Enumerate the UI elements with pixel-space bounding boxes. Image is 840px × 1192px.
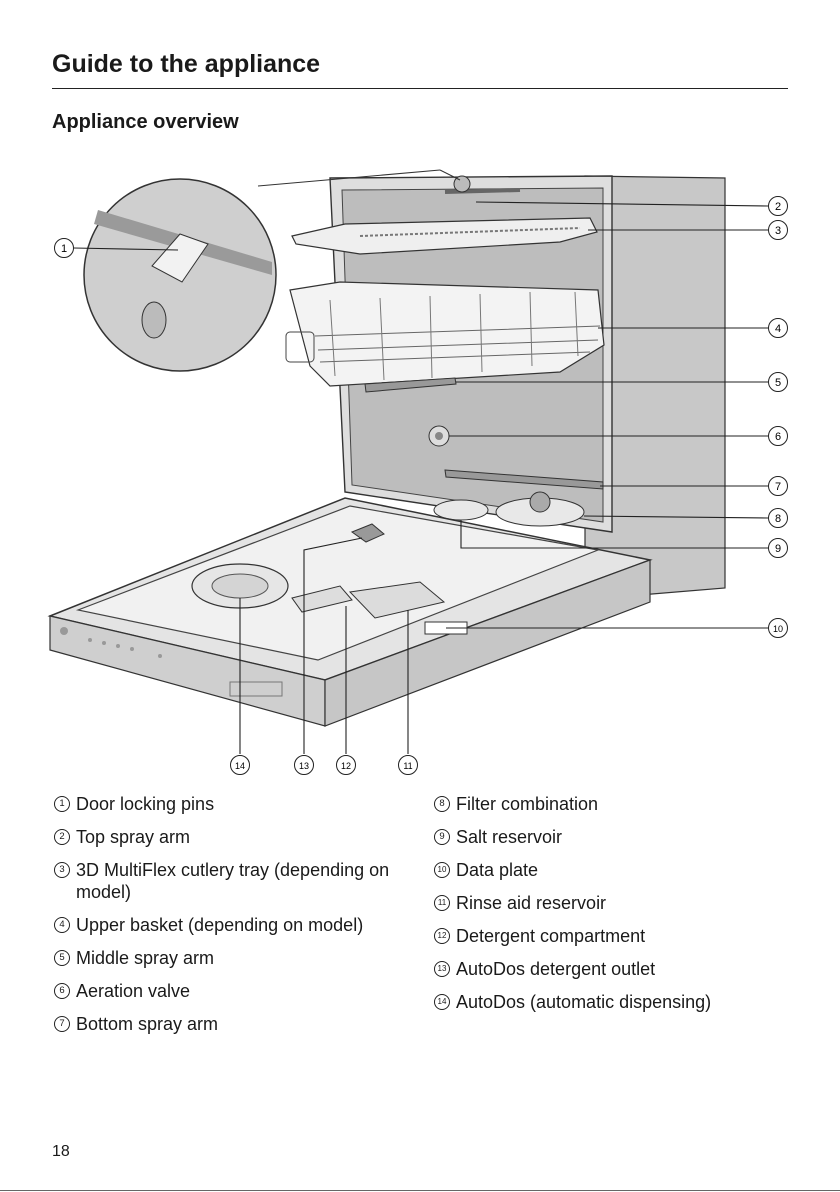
callout-1: 1 (54, 238, 74, 258)
svg-text:1: 1 (61, 243, 67, 255)
callout-markers: 1 2 3 4 5 6 7 8 9 10 11 12 13 14 (54, 196, 788, 775)
svg-text:12: 12 (341, 761, 351, 771)
svg-text:13: 13 (299, 761, 309, 771)
top-spray-arm-hub (453, 175, 471, 193)
cutlery-tray-shape (291, 217, 598, 255)
footer-divider (0, 1190, 840, 1191)
svg-text:11: 11 (403, 761, 412, 771)
legend-number: 13 (434, 961, 450, 977)
callout-13: 13 (294, 755, 314, 775)
legend-item: 12 Detergent compartment (432, 925, 782, 947)
svg-text:14: 14 (235, 761, 245, 771)
legend-label: Door locking pins (76, 794, 215, 814)
callout-9: 9 (768, 538, 788, 558)
legend-item: 14 AutoDos (automatic dispensing) (432, 991, 782, 1013)
legend-number: 14 (434, 994, 450, 1010)
legend-number: 10 (434, 862, 450, 878)
callout-6: 6 (768, 426, 788, 446)
legend-label: Top spray arm (76, 827, 191, 847)
callout-3: 3 (768, 220, 788, 240)
legend-left: 1 Door locking pins 2 Top spray arm 3 3D Mu… (52, 793, 402, 1046)
legend-right: 8 Filter combination 9 Salt reservoir 10 Da… (432, 793, 782, 1024)
legend-label: AutoDos detergent outlet (456, 959, 656, 979)
legend-label: Data plate (456, 860, 539, 880)
legend-label: Detergent compartment (456, 926, 646, 946)
legend-label: Aeration valve (76, 981, 191, 1001)
svg-text:3: 3 (775, 225, 781, 237)
legend-item: 1 Door locking pins (52, 793, 402, 815)
legend-label: 3D MultiFlex cutlery tray (depending on … (76, 860, 390, 902)
legend-number: 5 (54, 950, 70, 966)
svg-text:7: 7 (775, 481, 781, 493)
control-panel (60, 627, 283, 697)
legend-item: 8 Filter combination (432, 793, 782, 815)
legend-item: 13 AutoDos detergent outlet (432, 958, 782, 980)
legend-label: Middle spray arm (76, 948, 215, 968)
legend-label: Filter combination (456, 794, 599, 814)
top-spray-arm-shape (444, 188, 521, 194)
legend-item: 4 Upper basket (depending on model) (52, 914, 402, 936)
legend-item: 5 Middle spray arm (52, 947, 402, 969)
svg-text:4: 4 (775, 323, 781, 335)
legend-number: 12 (434, 928, 450, 944)
legend-item: 9 Salt reservoir (432, 826, 782, 848)
legend-label: Upper basket (depending on model) (76, 915, 364, 935)
page-number: 18 (52, 1143, 70, 1160)
legend-number: 9 (434, 829, 450, 845)
callout-4: 4 (768, 318, 788, 338)
callout-7: 7 (768, 476, 788, 496)
callout-14: 14 (230, 755, 250, 775)
svg-text:2: 2 (775, 201, 781, 213)
callout-8: 8 (768, 508, 788, 528)
rinse-aid-reservoir-shape (348, 581, 446, 619)
legend-item: 11 Rinse aid reservoir (432, 892, 782, 914)
door-inner (75, 505, 601, 661)
svg-text:10: 10 (773, 624, 783, 634)
callout-2: 2 (768, 196, 788, 216)
legend-label: AutoDos (automatic dispensing) (456, 992, 712, 1012)
legend-label: Rinse aid reservoir (456, 893, 607, 913)
detergent-compartment-shape (291, 585, 353, 613)
legend-number: 11 (434, 895, 450, 911)
svg-text:8: 8 (775, 513, 781, 525)
legend-number: 6 (54, 983, 70, 999)
page-title: Guide to the appliance (52, 50, 321, 78)
legend-number: 8 (434, 796, 450, 812)
legend-label: Salt reservoir (456, 827, 563, 847)
callout-11: 11 (398, 755, 418, 775)
callout-10: 10 (768, 618, 788, 638)
door-edge (324, 559, 651, 727)
door-locking-pin-shape (151, 233, 209, 283)
callout-12: 12 (336, 755, 356, 775)
legend-item: 6 Aeration valve (52, 980, 402, 1002)
legend-number: 3 (54, 862, 70, 878)
legend-number: 2 (54, 829, 70, 845)
upper-basket-shape (289, 281, 605, 387)
legend-item: 3 3D MultiFlex cutlery tray (depending on… (52, 859, 402, 903)
svg-text:6: 6 (775, 431, 781, 443)
svg-text:9: 9 (775, 543, 781, 555)
bottom-spray-arm-shape (444, 469, 604, 490)
callout-5: 5 (768, 372, 788, 392)
legend-label: Bottom spray arm (76, 1014, 219, 1034)
svg-text:5: 5 (775, 377, 781, 389)
legend-item: 7 Bottom spray arm (52, 1013, 402, 1035)
title-divider (52, 88, 788, 89)
legend-number: 7 (54, 1016, 70, 1032)
legend-item: 2 Top spray arm (52, 826, 402, 848)
leader-lines (73, 201, 769, 754)
legend-number: 1 (54, 796, 70, 812)
legend-number: 4 (54, 917, 70, 933)
middle-spray-arm-shape (364, 377, 457, 393)
dishwasher-illustration: 1 2 3 4 5 6 7 8 9 10 11 12 13 14 (47, 169, 788, 775)
section-title: Appliance overview (52, 111, 239, 133)
legend-item: 10 Data plate (432, 859, 782, 881)
